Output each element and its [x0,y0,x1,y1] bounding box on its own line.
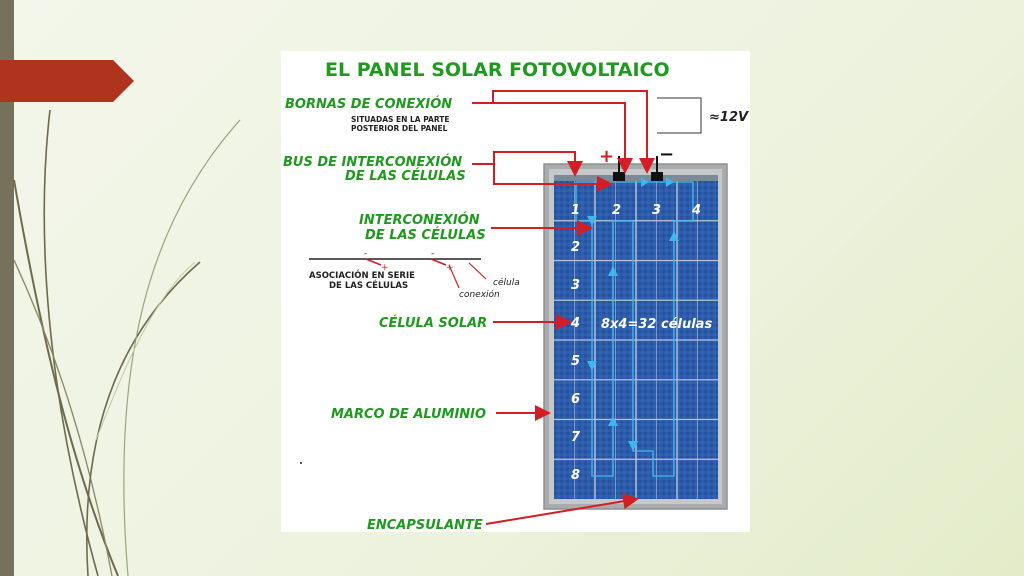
column-number: 3 [652,203,661,218]
row-number: 6 [571,392,580,407]
arrow-encapsulante [485,493,639,525]
decorative-swirl-lines [13,109,241,576]
slide-left-frame-bar [0,0,14,576]
diagram-title: EL PANEL SOLAR FOTOVOLTAICO [325,59,670,81]
label-interconexion-2: DE LAS CÉLULAS [365,227,486,243]
flow-arrows [587,177,679,451]
label-asociacion-2: DE LAS CÉLULAS [329,279,408,291]
solar-panel-diagram: EL PANEL SOLAR FOTOVOLTAICO 1 2 3 4 [281,51,750,533]
column-number: 2 [612,203,621,218]
terminal-box-minus [651,172,663,181]
label-bornas-sub1: SITUADAS EN LA PARTE [351,115,450,124]
label-interconexion-1: INTERCONEXIÓN [359,212,480,228]
pointer-celula [468,262,487,280]
minus-sign: − [659,144,674,165]
label-bus-1: BUS DE INTERCONEXIÓN [283,154,462,170]
voltage-bracket [657,97,702,134]
label-bus-2: DE LAS CÉLULAS [345,168,466,184]
plus-sign: + [599,146,614,167]
label-celula-solar: CÉLULA SOLAR [379,315,487,331]
flow-arrow-right-2 [666,177,674,187]
label-asociacion-1: ASOCIACIÓN EN SERIE [309,269,415,281]
arrow-bus-a [472,151,583,177]
series-schematic-minus-2: - [431,249,434,259]
label-conexion-small: conexión [459,289,500,300]
column-number: 4 [691,203,701,218]
flow-arrow-up-2 [608,416,618,426]
stray-dot [300,462,302,464]
label-bornas-sub2: POSTERIOR DEL PANEL [351,124,448,133]
row-number: 5 [571,354,580,369]
label-encapsulante: ENCAPSULANTE [367,518,483,532]
flow-arrow-up-3 [669,231,679,241]
series-schematic-red-2 [430,258,447,266]
label-marco: MARCO DE ALUMINIO [331,407,486,422]
label-bornas: BORNAS DE CONEXIÓN [285,96,452,112]
interconnection-bus [554,175,718,181]
flow-arrow-down-2 [587,361,597,371]
red-arrow-tab-icon [0,60,134,102]
series-schematic-plus-1: + [381,263,389,273]
label-celula-small: célula [493,277,520,288]
terminal-box-plus [613,172,625,181]
arrow-bus-b [493,164,613,192]
solar-panel-diagram-svg: EL PANEL SOLAR FOTOVOLTAICO 1 2 3 4 [283,59,749,533]
flow-arrow-down-3 [628,441,638,451]
pointer-conexion [448,264,460,289]
voltage-label: ≈12V [709,110,749,125]
row-number: 4 [570,316,580,331]
row-number: 7 [571,430,581,445]
series-schematic-red-1 [365,258,382,266]
row-number: 3 [571,278,580,293]
arrow-bornas-b [493,102,633,174]
cell-grid [554,181,718,499]
series-schematic-minus-1: - [364,249,367,259]
row-number: 2 [571,240,580,255]
flow-arrow-up-1 [608,266,618,276]
flow-arrow-right-1 [641,177,649,187]
cells-count-label: 8x4=32 células [601,317,712,332]
arrow-bornas-a [472,90,655,174]
row-number: 8 [571,468,580,483]
column-number: 1 [571,203,580,218]
